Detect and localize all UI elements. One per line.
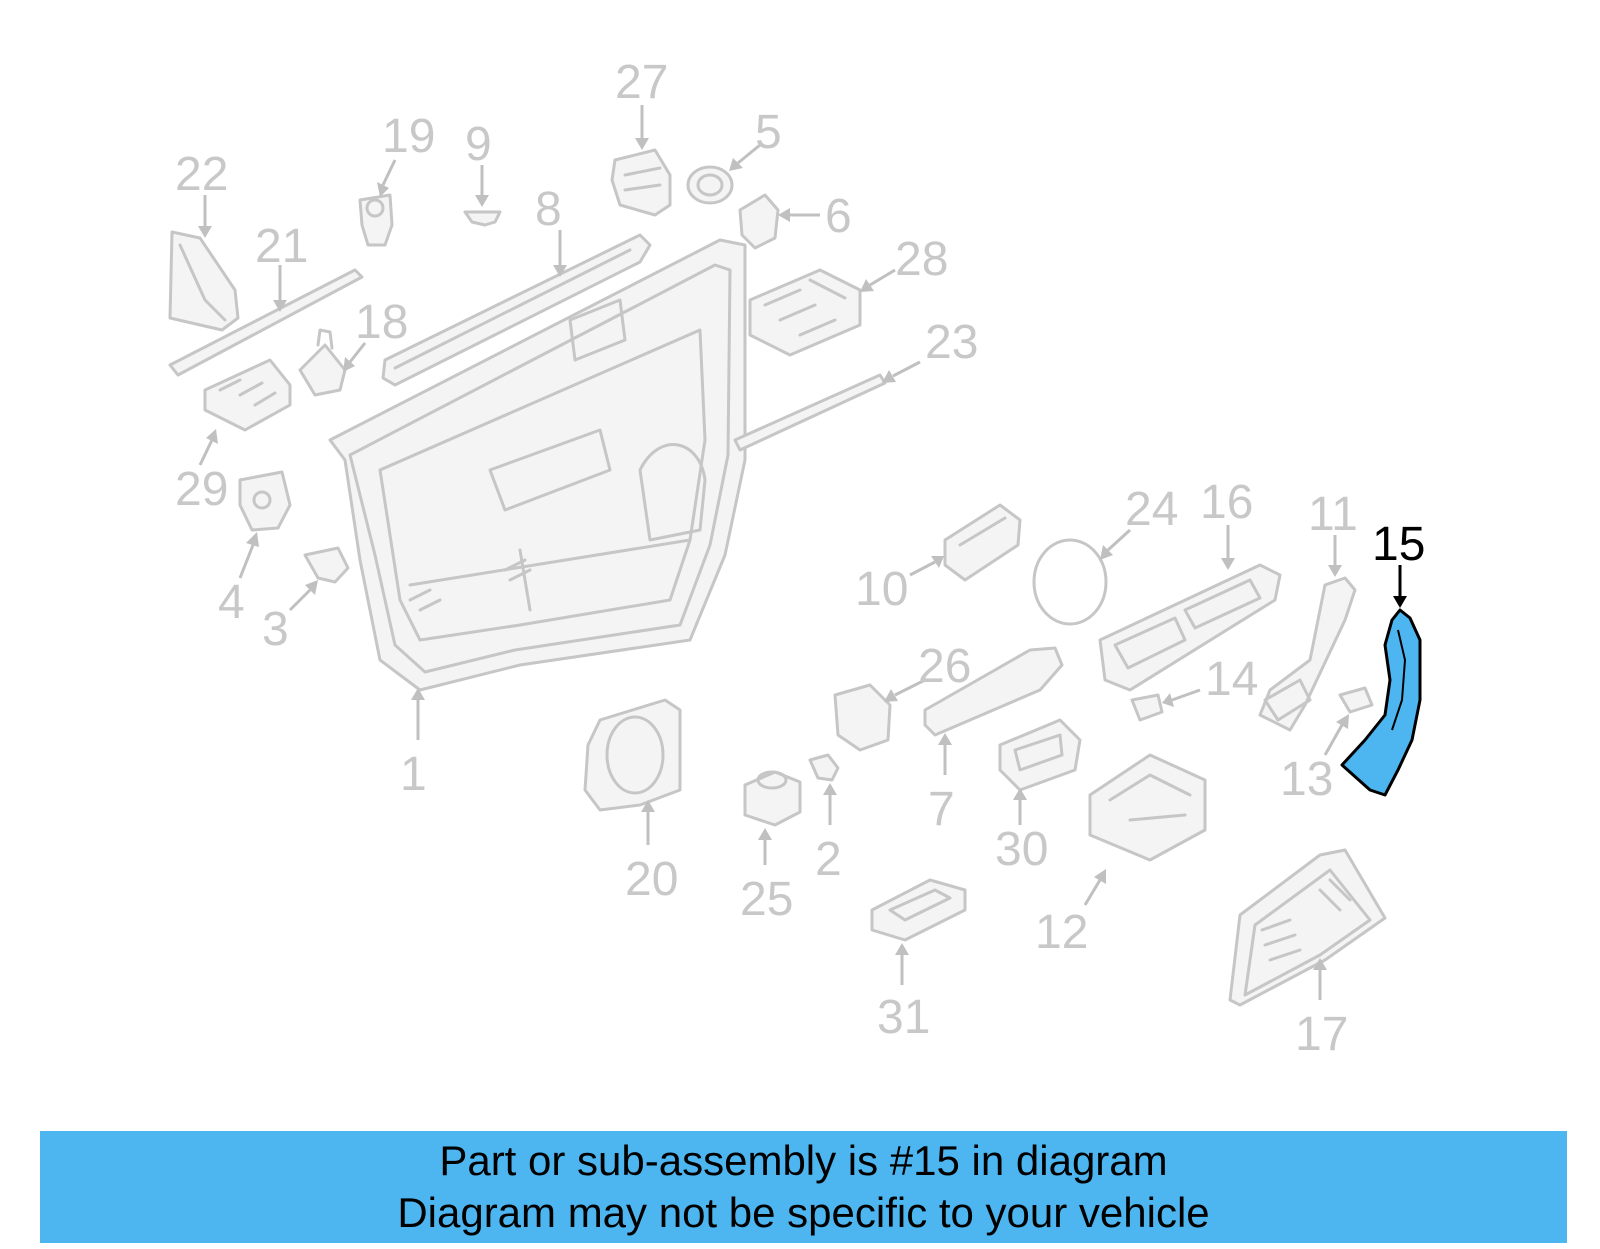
arrow-12 [1083,869,1106,906]
part-18-clip [298,328,347,397]
part-5-grommet [686,165,734,205]
label-16: 16 [1200,476,1253,529]
label-7: 7 [928,783,955,836]
label-27: 27 [615,56,668,109]
arrow-11 [1328,535,1342,577]
arrow-9 [475,165,489,207]
part-10-bracket [943,503,1022,582]
arrow-27 [635,105,649,150]
part-17-door-pocket [1228,848,1387,1007]
label-14: 14 [1205,653,1258,706]
label-31: 31 [877,991,930,1044]
arrow-2 [823,783,837,825]
arrow-6 [778,208,820,222]
info-banner: Part or sub-assembly is #15 in diagram D… [40,1131,1567,1243]
part-23-weatherstrip [733,373,887,452]
label-30: 30 [995,823,1048,876]
label-29: 29 [175,463,228,516]
part-3-fastener [303,546,350,584]
arrow-24 [1100,528,1132,560]
arrow-19 [377,159,397,197]
part-16-switch-panel [1098,563,1282,692]
part-14-clip [1130,693,1164,722]
part-12-armrest-bracket [1088,753,1207,862]
label-8: 8 [535,183,562,236]
arrow-17 [1313,958,1327,1000]
label-21: 21 [255,220,308,273]
part-22-corner-trim [168,230,240,332]
part-31-handle-bezel [870,878,967,942]
arrow-3 [288,580,318,612]
label-23: 23 [925,316,978,369]
part-4-bracket [238,470,292,532]
arrow-18 [343,342,367,372]
arrow-20 [641,800,655,845]
arrow-10 [909,556,944,577]
arrow-22 [198,195,212,238]
arrow-7 [938,733,952,775]
label-4: 4 [218,576,245,629]
part-11-trim [1258,576,1357,732]
part-21-molding [168,268,364,377]
arrow-16 [1221,525,1235,570]
label-9: 9 [465,118,492,171]
part-30-handle-bezel [998,718,1082,792]
arrow-26 [884,678,926,702]
part-8-trim-strip [381,233,652,387]
label-3: 3 [262,603,289,656]
part-19-clip [358,193,394,247]
label-5: 5 [755,106,782,159]
label-24: 24 [1125,483,1178,536]
label-13: 13 [1280,753,1333,806]
part-6-bracket [738,193,780,250]
label-15: 15 [1372,518,1425,571]
arrow-31 [895,943,909,985]
arrow-13 [1323,714,1349,756]
label-20: 20 [625,853,678,906]
part-15-highlighted [1340,608,1422,797]
part-29-switch [203,358,292,432]
label-12: 12 [1035,906,1088,959]
arrow-29 [198,429,218,466]
arrow-28 [860,268,896,292]
arrow-8 [553,230,567,277]
arrow-14 [1162,688,1201,707]
part-28-window-switch [748,268,862,357]
arrow-15 [1393,565,1407,608]
arrow-5 [729,143,761,171]
part-1-door-panel [328,238,747,692]
part-25-knob [743,770,802,827]
arrow-4 [238,532,259,579]
arrow-30 [1013,788,1027,825]
label-11: 11 [1308,488,1358,541]
part-26-switch [833,683,892,752]
label-10: 10 [855,563,908,616]
arrow-25 [758,828,772,865]
part-20-speaker-bracket [583,698,682,812]
label-19: 19 [382,110,435,163]
label-22: 22 [175,148,228,201]
label-25: 25 [740,873,793,926]
banner-line-2: Diagram may not be specific to your vehi… [397,1189,1210,1236]
part-24-ring [1032,538,1108,626]
label-28: 28 [895,233,948,286]
part-2-screw [808,753,840,782]
part-13-clip [1338,686,1374,714]
label-26: 26 [918,640,971,693]
arrow-23 [882,360,921,383]
banner-line-1: Part or sub-assembly is #15 in diagram [439,1137,1168,1184]
arrow-1 [411,688,425,740]
label-6: 6 [825,190,852,243]
label-18: 18 [355,296,408,349]
label-1: 1 [400,748,427,801]
arrow-21 [273,265,287,312]
label-17: 17 [1295,1008,1348,1061]
part-27-switch [610,148,672,217]
part-9-push-pin [463,210,502,227]
label-2: 2 [815,833,842,886]
part-7-armrest-trim [923,646,1064,737]
